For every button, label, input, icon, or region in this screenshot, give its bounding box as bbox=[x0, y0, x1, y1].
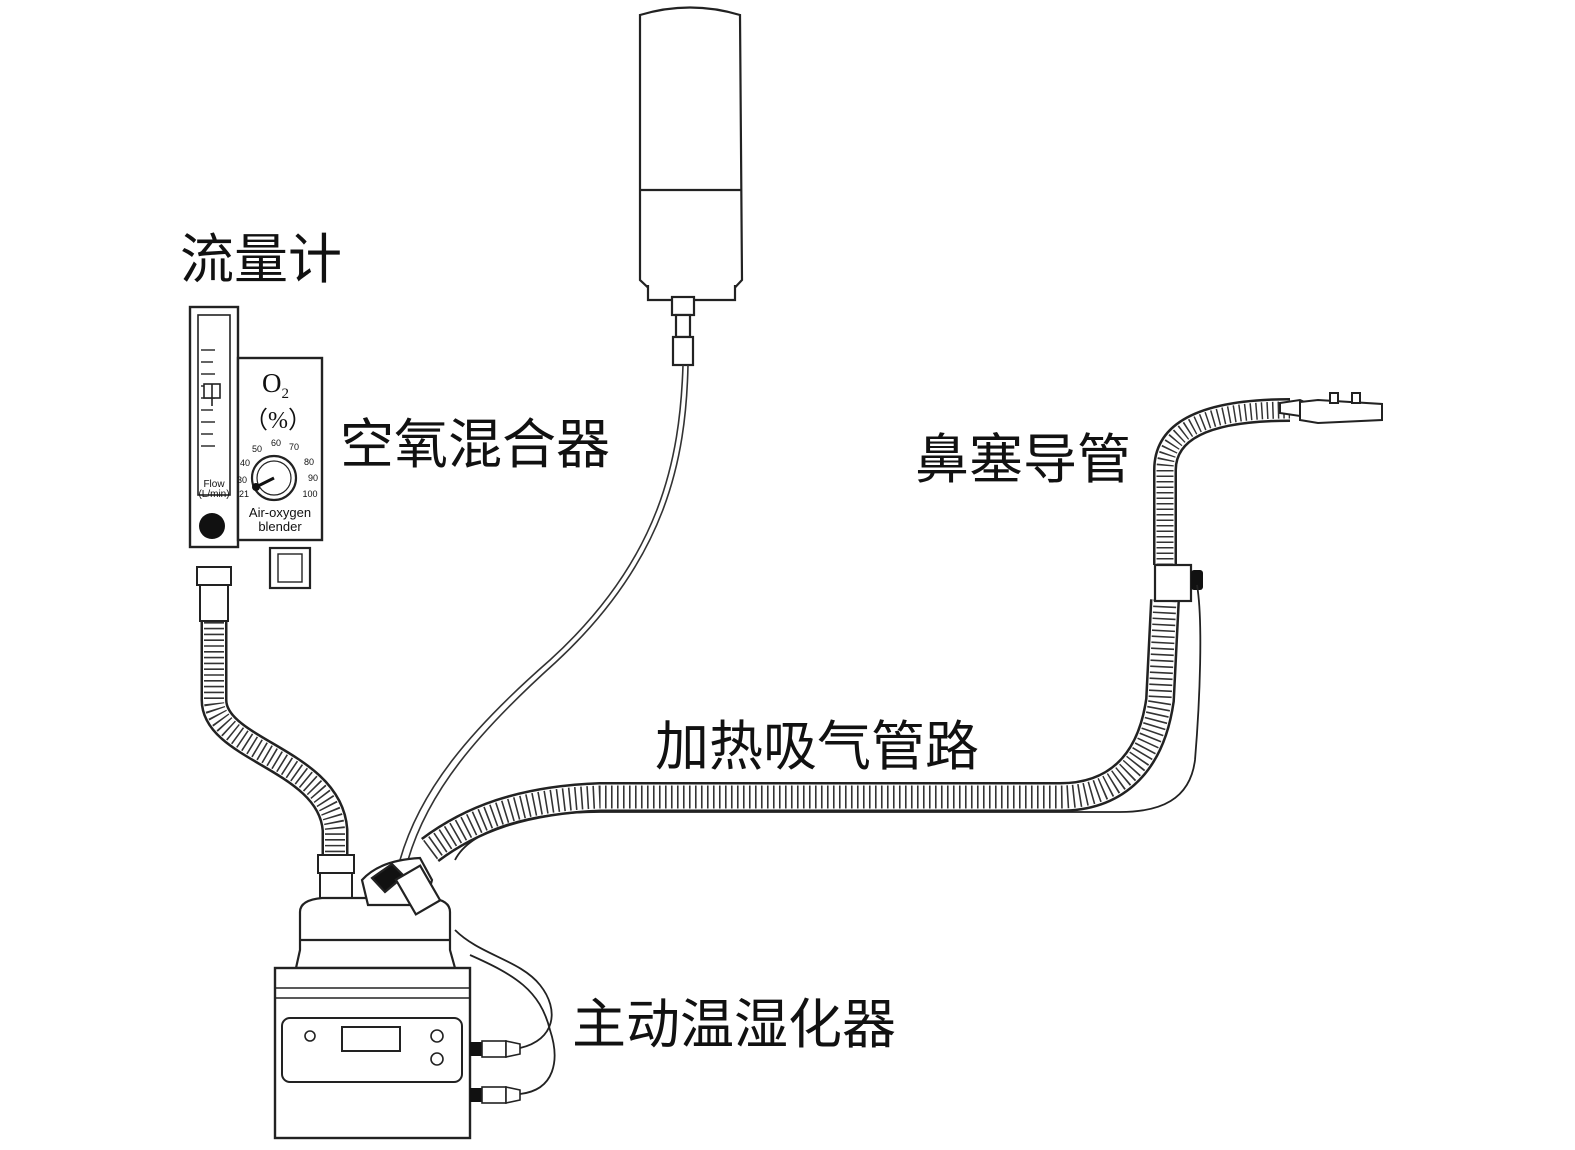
display-screen bbox=[341, 1026, 401, 1052]
dial-mark-40: 40 bbox=[240, 458, 250, 468]
dial-mark-80: 80 bbox=[304, 457, 314, 467]
percent-label: （%） bbox=[244, 408, 312, 434]
water-bag bbox=[638, 6, 744, 367]
label-nasal-cannula: 鼻塞导管 bbox=[915, 428, 1131, 491]
dial-mark-90: 90 bbox=[308, 473, 318, 483]
dial-mark-30: 30 bbox=[237, 475, 247, 485]
flow-label-line2: (L/min) bbox=[198, 489, 229, 500]
nasal-cannula bbox=[1279, 392, 1383, 425]
label-flowmeter: 流量计 bbox=[180, 228, 342, 291]
heated-inspiratory-circuit bbox=[421, 398, 1291, 863]
dial-mark-21: 21 bbox=[239, 489, 249, 499]
heater-wire bbox=[454, 584, 1202, 861]
dial-marks: 21 30 40 50 60 70 80 90 100 bbox=[237, 438, 318, 499]
humidifier-base bbox=[273, 966, 472, 1140]
flow-knob bbox=[199, 513, 225, 539]
dial-mark-50: 50 bbox=[252, 444, 262, 454]
dial-mark-60: 60 bbox=[271, 438, 281, 448]
label-blender: 空氧混合器 bbox=[340, 413, 610, 476]
air-oxygen-blender: O2 （%） 21 30 40 50 60 70 80 90 100 Air-o… bbox=[236, 356, 324, 590]
heater-cables bbox=[454, 929, 556, 1095]
svg-text:O2: O2 bbox=[262, 368, 289, 402]
blender-caption-line2: blender bbox=[258, 519, 302, 534]
flow-label-line1: Flow bbox=[203, 479, 225, 490]
flowmeter-supply-tube bbox=[200, 622, 355, 910]
flowmeter: Flow (L/min) bbox=[188, 305, 240, 622]
blender-caption-line1: Air-oxygen bbox=[249, 505, 311, 520]
o2-subscript: 2 bbox=[282, 386, 290, 402]
temperature-probe bbox=[1153, 563, 1203, 603]
cable-plugs bbox=[470, 1040, 521, 1104]
label-heated-circuit: 加热吸气管路 bbox=[655, 715, 979, 778]
dial-mark-100: 100 bbox=[302, 489, 317, 499]
humidification-chamber bbox=[294, 856, 457, 970]
o2-symbol: O bbox=[262, 368, 282, 398]
label-humidifier: 主动温湿化器 bbox=[572, 993, 896, 1056]
water-feed-line bbox=[399, 364, 684, 861]
dial-mark-70: 70 bbox=[289, 442, 299, 452]
